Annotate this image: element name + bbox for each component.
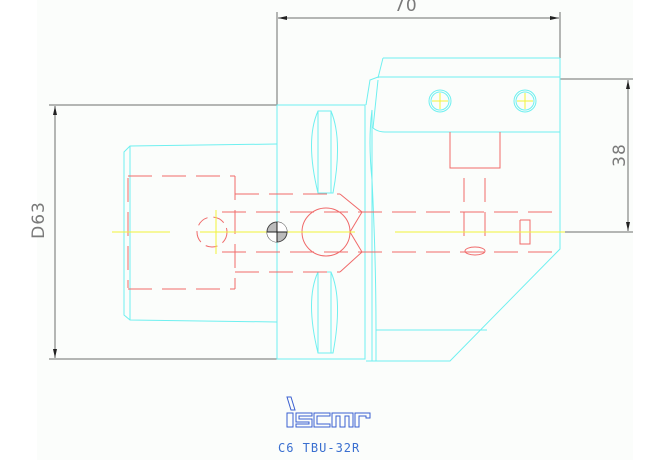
part-outline (123, 57, 561, 362)
center-of-gravity-icon (266, 221, 288, 243)
center-lines (112, 93, 565, 254)
hidden-lines (127, 132, 560, 290)
model-title: C6 TBU-32R (278, 441, 361, 455)
dimension-diameter-label: D63 (28, 201, 49, 239)
dimension-length-label: 70 (394, 0, 418, 16)
dimension-lines (49, 12, 633, 360)
dimension-height-label: 38 (609, 143, 630, 167)
dimension-arrows (53, 16, 630, 358)
brand-logo (286, 396, 371, 428)
